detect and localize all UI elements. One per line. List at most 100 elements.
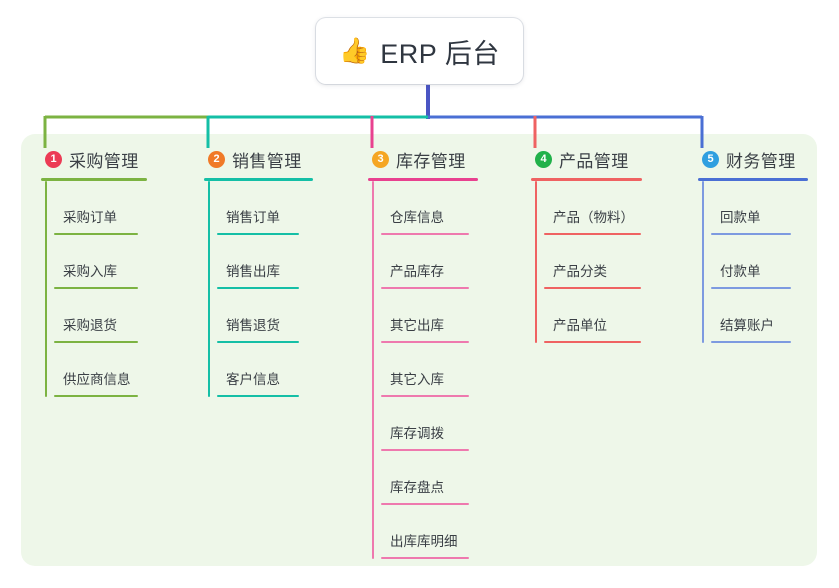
leaf-item[interactable]: 采购订单 (41, 181, 147, 235)
leaf-label: 采购订单 (63, 210, 117, 225)
branch-trunk-line (535, 181, 537, 343)
branch-title: 采购管理 (69, 151, 139, 171)
leaf-item[interactable]: 采购入库 (41, 235, 147, 289)
leaf-underline (381, 341, 469, 343)
branch-header-2[interactable]: 2 销售管理 (204, 146, 313, 172)
branch-column-2: 2 销售管理销售订单销售出库销售退货客户信息 (204, 146, 313, 397)
thumbs-up-icon: 👍 (339, 37, 371, 65)
leaf-item[interactable]: 供应商信息 (41, 343, 147, 397)
leaf-label: 结算账户 (720, 318, 774, 333)
leaf-underline (381, 395, 469, 397)
leaf-underline (381, 449, 469, 451)
branch-trunk-line (372, 181, 374, 559)
leaf-label: 产品单位 (553, 318, 607, 333)
branch-leaf-list: 采购订单采购入库采购退货供应商信息 (41, 181, 147, 397)
leaf-item[interactable]: 产品单位 (531, 289, 642, 343)
leaf-item[interactable]: 产品库存 (368, 235, 478, 289)
branch-trunk-line (45, 181, 47, 397)
leaf-item[interactable]: 库存盘点 (368, 451, 478, 505)
branch-header-underline (698, 178, 808, 181)
leaf-underline (711, 287, 791, 289)
leaf-underline (217, 233, 299, 235)
leaf-item[interactable]: 库存调拨 (368, 397, 478, 451)
leaf-item[interactable]: 回款单 (698, 181, 808, 235)
branch-number-badge: 5 (702, 150, 719, 168)
branch-header-3[interactable]: 3 库存管理 (368, 146, 478, 172)
branch-title: 财务管理 (726, 151, 796, 171)
branch-column-3: 3 库存管理仓库信息产品库存其它出库其它入库库存调拨库存盘点出库库明细 (368, 146, 478, 559)
leaf-underline (544, 287, 641, 289)
diagram-background-panel (21, 134, 817, 566)
leaf-label: 回款单 (720, 210, 761, 225)
root-node[interactable]: 👍 ERP 后台 (316, 18, 523, 84)
leaf-underline (711, 341, 791, 343)
leaf-label: 出库库明细 (390, 534, 458, 549)
leaf-underline (217, 341, 299, 343)
leaf-label: 客户信息 (226, 372, 280, 387)
branch-header-underline (368, 178, 478, 181)
leaf-item[interactable]: 采购退货 (41, 289, 147, 343)
leaf-underline (381, 557, 469, 559)
leaf-item[interactable]: 其它出库 (368, 289, 478, 343)
leaf-label: 销售出库 (226, 264, 280, 279)
leaf-label: 其它出库 (390, 318, 444, 333)
root-title: ERP 后台 (380, 38, 500, 69)
branch-title: 销售管理 (232, 151, 302, 171)
leaf-item[interactable]: 付款单 (698, 235, 808, 289)
leaf-label: 产品（物料） (553, 210, 634, 225)
branch-number-badge: 3 (372, 150, 389, 168)
leaf-item[interactable]: 结算账户 (698, 289, 808, 343)
leaf-label: 库存盘点 (390, 480, 444, 495)
branch-trunk-line (208, 181, 210, 397)
leaf-label: 其它入库 (390, 372, 444, 387)
branch-trunk-line (702, 181, 704, 343)
leaf-item[interactable]: 仓库信息 (368, 181, 478, 235)
leaf-item[interactable]: 销售出库 (204, 235, 313, 289)
leaf-item[interactable]: 客户信息 (204, 343, 313, 397)
branch-title: 库存管理 (396, 151, 466, 171)
leaf-underline (217, 395, 299, 397)
branch-number-badge: 2 (208, 150, 225, 168)
leaf-item[interactable]: 销售退货 (204, 289, 313, 343)
leaf-underline (217, 287, 299, 289)
leaf-label: 供应商信息 (63, 372, 131, 387)
leaf-label: 产品分类 (553, 264, 607, 279)
branch-column-5: 5 财务管理回款单付款单结算账户 (698, 146, 808, 343)
branch-header-underline (204, 178, 313, 181)
leaf-underline (54, 287, 138, 289)
leaf-label: 销售退货 (226, 318, 280, 333)
branch-leaf-list: 仓库信息产品库存其它出库其它入库库存调拨库存盘点出库库明细 (368, 181, 478, 559)
leaf-underline (711, 233, 791, 235)
leaf-item[interactable]: 出库库明细 (368, 505, 478, 559)
leaf-item[interactable]: 产品（物料） (531, 181, 642, 235)
leaf-label: 仓库信息 (390, 210, 444, 225)
leaf-item[interactable]: 其它入库 (368, 343, 478, 397)
leaf-label: 采购入库 (63, 264, 117, 279)
branch-leaf-list: 销售订单销售出库销售退货客户信息 (204, 181, 313, 397)
branch-header-5[interactable]: 5 财务管理 (698, 146, 808, 172)
branch-column-4: 4 产品管理产品（物料） 产品分类产品单位 (531, 146, 642, 343)
leaf-underline (544, 233, 641, 235)
leaf-underline (54, 341, 138, 343)
branch-number-badge: 4 (535, 150, 552, 168)
leaf-label: 付款单 (720, 264, 761, 279)
leaf-item[interactable]: 产品分类 (531, 235, 642, 289)
leaf-underline (54, 233, 138, 235)
branch-leaf-list: 回款单付款单结算账户 (698, 181, 808, 343)
leaf-item[interactable]: 销售订单 (204, 181, 313, 235)
branch-header-underline (531, 178, 642, 181)
leaf-label: 采购退货 (63, 318, 117, 333)
leaf-label: 产品库存 (390, 264, 444, 279)
branch-header-4[interactable]: 4 产品管理 (531, 146, 642, 172)
branch-title: 产品管理 (559, 151, 629, 171)
branch-leaf-list: 产品（物料） 产品分类产品单位 (531, 181, 642, 343)
leaf-underline (381, 233, 469, 235)
leaf-underline (381, 503, 469, 505)
branch-header-underline (41, 178, 147, 181)
leaf-underline (381, 287, 469, 289)
leaf-label: 库存调拨 (390, 426, 444, 441)
leaf-underline (54, 395, 138, 397)
leaf-label: 销售订单 (226, 210, 280, 225)
